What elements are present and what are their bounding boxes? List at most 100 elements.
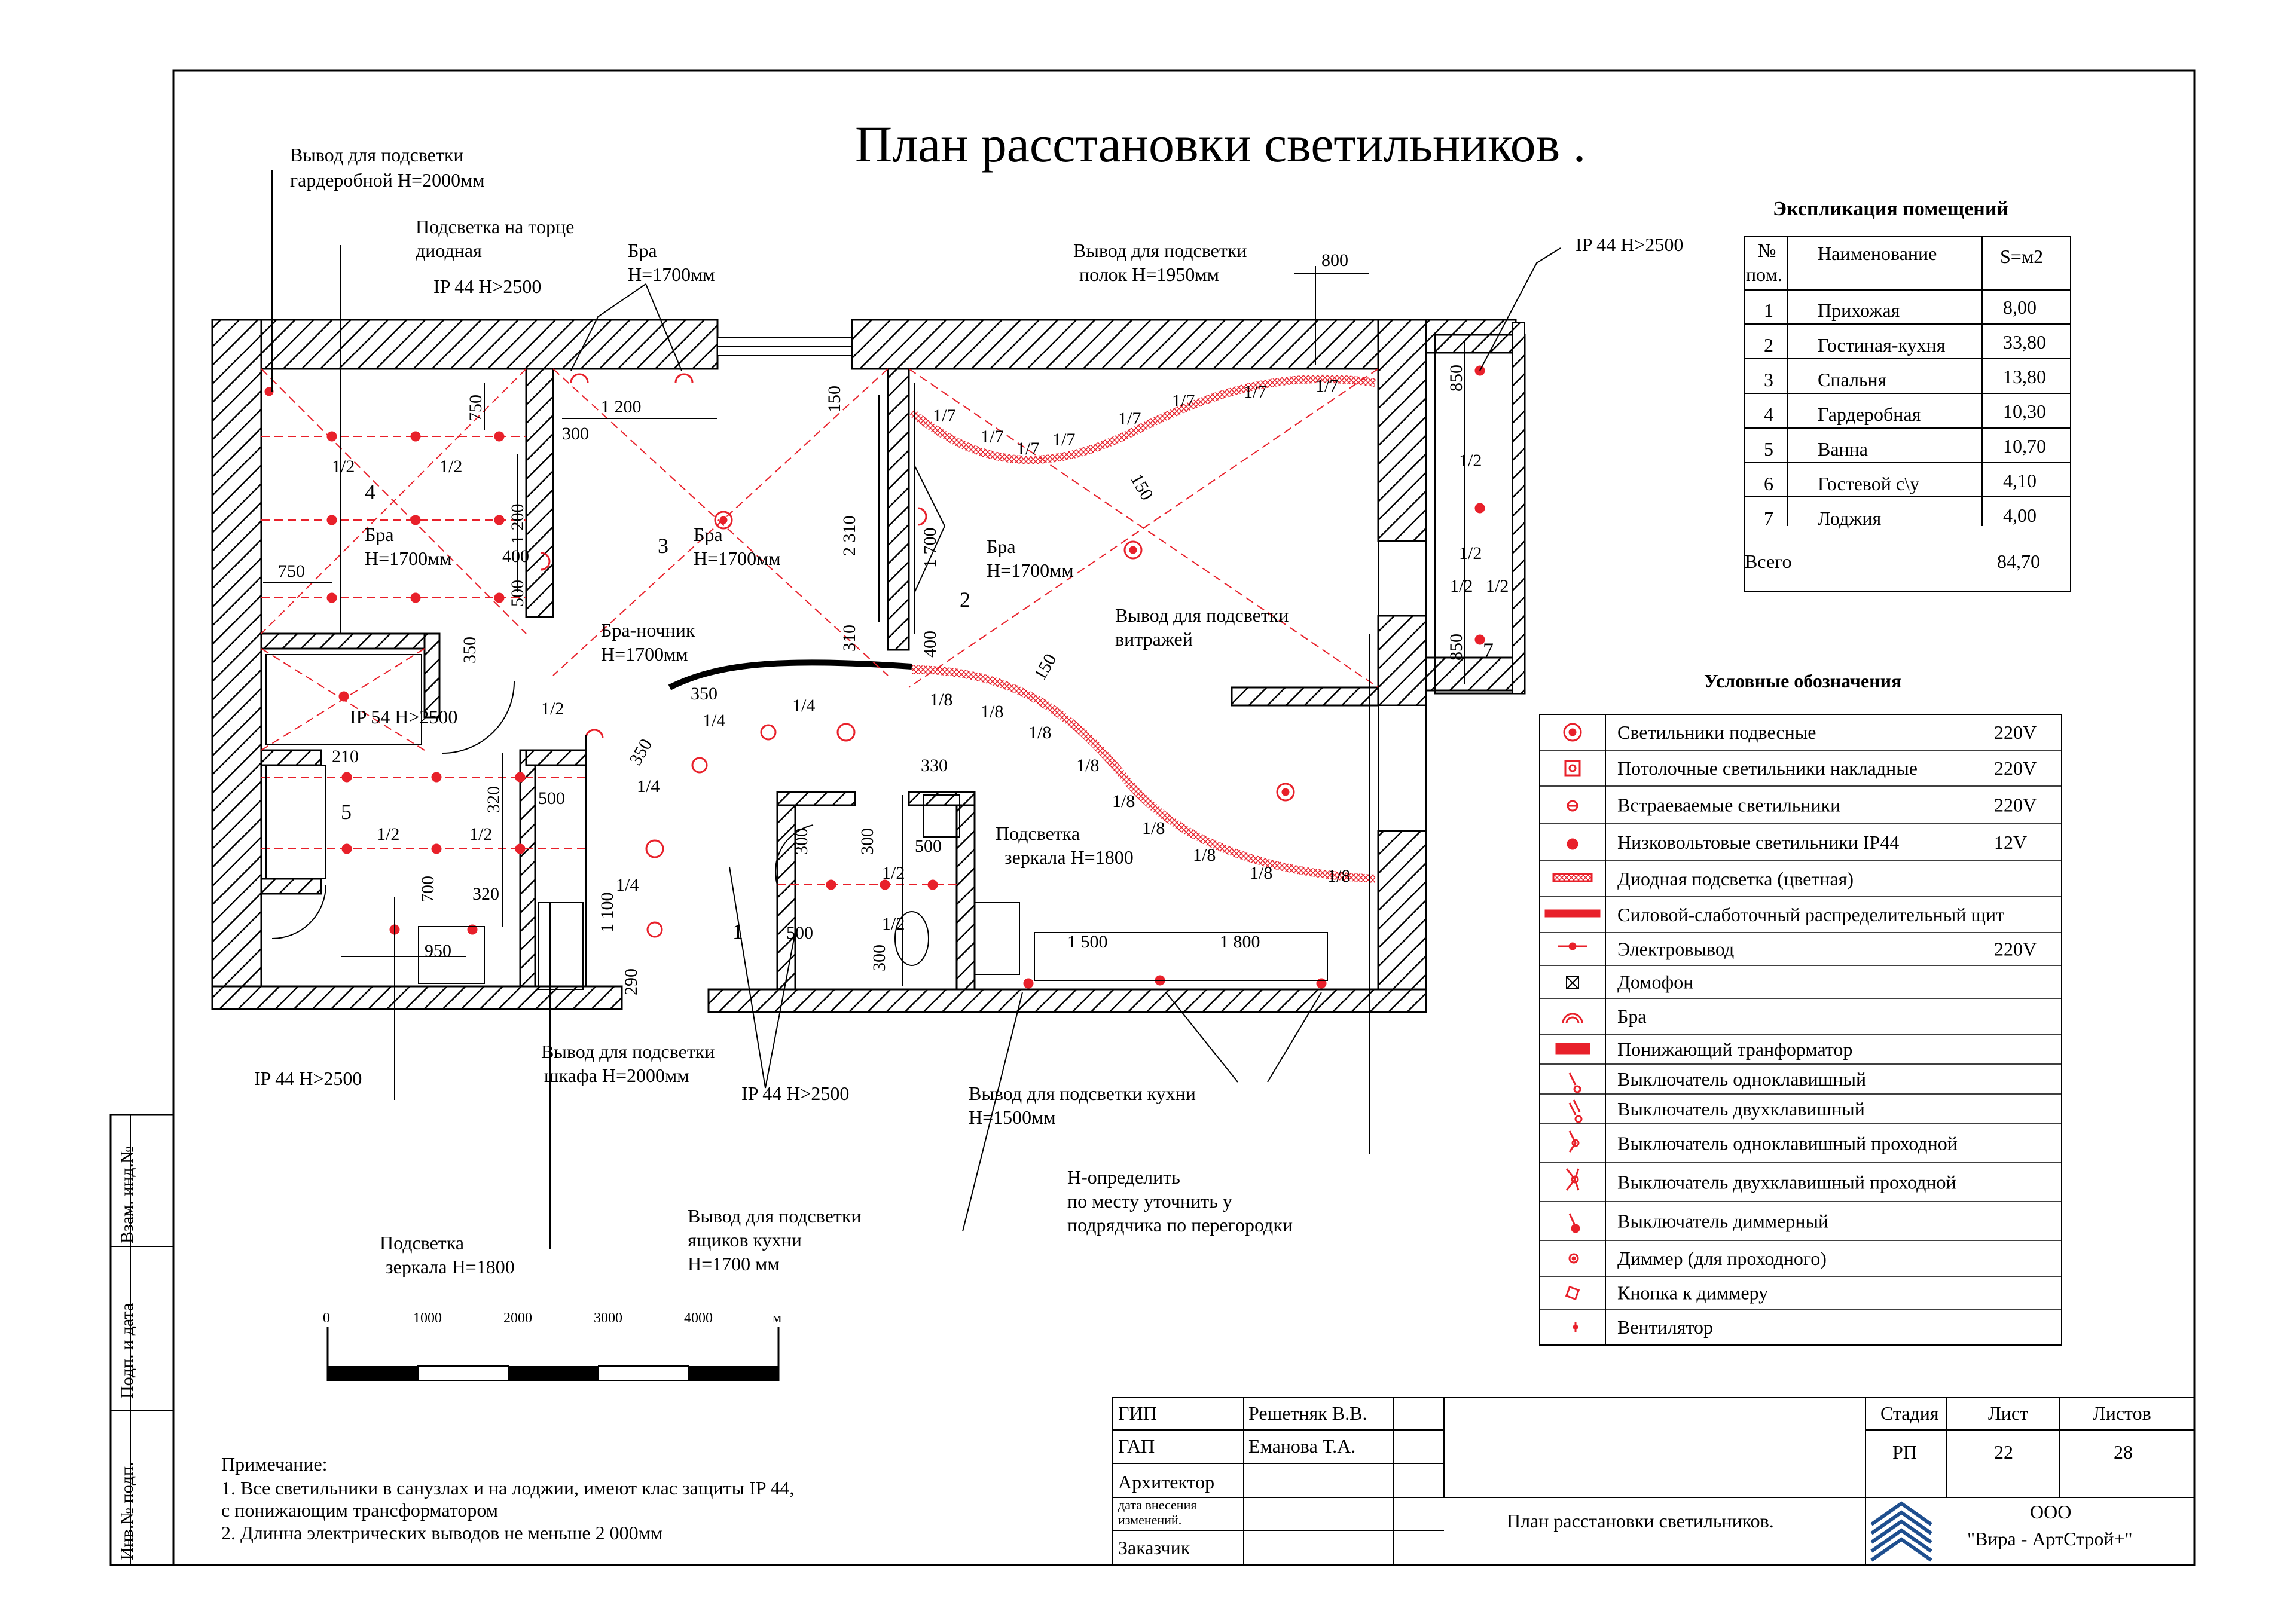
fraction-half: 1/2: [1459, 451, 1482, 470]
dim-400a: 400: [920, 631, 940, 658]
dim-350a: 350: [460, 637, 480, 664]
stamp-replace: Взам. инд.№: [117, 1146, 137, 1243]
dim-310: 310: [839, 625, 859, 652]
title-block-grid: [1112, 1397, 2195, 1566]
room-3: 3: [658, 534, 668, 558]
company-line-2: "Вира - АртСтрой+": [1967, 1528, 2133, 1549]
dim-290: 290: [621, 968, 641, 995]
dim-1800: 1 800: [1220, 932, 1260, 952]
explication-table-grid: [1744, 236, 2071, 592]
dimension-lines: [263, 273, 1465, 986]
pendant-light-icon: [1563, 723, 1582, 742]
scale-tick: 2000: [503, 1310, 532, 1326]
led-strip-icon: [1552, 873, 1593, 882]
legend-item-label: Выключатель двухклавишный проходной: [1617, 1172, 1956, 1193]
sconce-icon: [1562, 1013, 1583, 1024]
expl-row-area: 10,30: [2003, 401, 2046, 422]
expl-row-name: Гостевой с\у: [1818, 473, 1919, 494]
legend-table-grid: [1539, 714, 2062, 1346]
legend-item-voltage: 220V: [1994, 794, 2037, 816]
gip-name: Решетняк В.В.: [1248, 1402, 1367, 1424]
fraction-seventh: 1/7: [1315, 376, 1338, 396]
gip-label: ГИП: [1118, 1402, 1157, 1424]
fraction-half: 1/2: [377, 824, 399, 844]
stage-value: РП: [1892, 1441, 1917, 1463]
switch-1-icon: [1568, 1072, 1581, 1093]
dim-300a: 300: [792, 828, 811, 855]
expl-row-area: 33,80: [2003, 331, 2046, 353]
note-line-3: 2. Длинна электрических выводов не меньш…: [221, 1522, 662, 1543]
ip44-left-note: IP 44 Н>2500: [254, 1068, 362, 1089]
scale-tick: 4000: [684, 1310, 713, 1326]
fraction-half: 1/2: [439, 457, 462, 476]
dim-320a: 320: [484, 786, 503, 813]
dim-1200a: 1 200: [601, 397, 642, 417]
dim-950: 950: [425, 941, 451, 961]
dim-1500: 1 500: [1067, 932, 1108, 952]
dim-150b: 150: [1126, 470, 1157, 503]
room-2: 2: [960, 588, 970, 612]
fraction-seventh: 1/7: [1052, 430, 1075, 450]
expl-row-area: 13,80: [2003, 366, 2046, 387]
legend-item-label: Диммер (для проходного): [1617, 1248, 1827, 1269]
room-4: 4: [365, 480, 375, 504]
legend-item-label: Кнопка к диммеру: [1617, 1282, 1768, 1304]
intercom-icon: [1566, 976, 1579, 989]
sheets-label: Листов: [2093, 1402, 2151, 1424]
fraction-half: 1/2: [541, 699, 564, 719]
legend-item-label: Выключатель двухклавишный: [1617, 1098, 1865, 1120]
dim-1700: 1 700: [920, 528, 940, 568]
fraction-half: 1/2: [1486, 576, 1509, 596]
dim-330: 330: [921, 756, 948, 775]
scale-bar: [326, 1327, 780, 1381]
fraction-eighth: 1/8: [930, 690, 952, 710]
switch-2-icon: [1568, 1099, 1583, 1123]
sheet-value: 22: [1994, 1441, 2013, 1463]
dimension-labels: 800 750 750 1 200 300 150 2 310 1 700 31…: [278, 250, 1466, 995]
fraction-quarter: 1/4: [703, 711, 725, 730]
led-strips: [909, 374, 1376, 883]
dim-320b: 320: [472, 884, 499, 904]
changes-label-1: дата внесения: [1118, 1497, 1196, 1512]
expl-row-no: 3: [1764, 369, 1773, 390]
total-label: Всего: [1745, 551, 1791, 572]
outlet-icon: [1558, 942, 1587, 950]
expl-row-name: Ванна: [1818, 438, 1868, 460]
ip44-loggia-note: IP 44 Н>2500: [1576, 234, 1683, 255]
legend-row-lines: [1540, 750, 2062, 1310]
legend-item-label: Понижающий транформатор: [1617, 1038, 1852, 1060]
sheet-label: Лист: [1988, 1402, 2028, 1424]
scale-unit: м: [773, 1310, 781, 1326]
fraction-eighth: 1/8: [981, 702, 1003, 722]
legend-heading: Условные обозначения: [1704, 670, 1901, 692]
legend-item-voltage: 220V: [1994, 757, 2037, 779]
ip44-top-note: IP 44 Н>2500: [433, 276, 541, 297]
drawing-name: План расстановки светильников.: [1507, 1510, 1774, 1532]
dim-300c: 300: [869, 945, 889, 971]
fraction-seventh: 1/7: [1244, 382, 1266, 402]
company-logo: [1868, 1500, 1934, 1563]
fraction-seventh: 1/7: [1016, 439, 1039, 459]
expl-row-area: 4,10: [2003, 470, 2037, 491]
dim-300b: 300: [857, 828, 877, 855]
client-label: Заказчик: [1118, 1537, 1190, 1558]
dim-150a: 150: [825, 386, 844, 412]
dimmer-button-icon: [1565, 1285, 1580, 1301]
room-7: 7: [1483, 638, 1494, 662]
fraction-half: 1/2: [1450, 576, 1473, 596]
expl-row-no: 4: [1764, 404, 1773, 425]
ceiling-light-icon: [1564, 760, 1581, 777]
col-name-header: Наименование: [1818, 243, 1937, 264]
legend-item-label: Вентилятор: [1617, 1316, 1713, 1338]
